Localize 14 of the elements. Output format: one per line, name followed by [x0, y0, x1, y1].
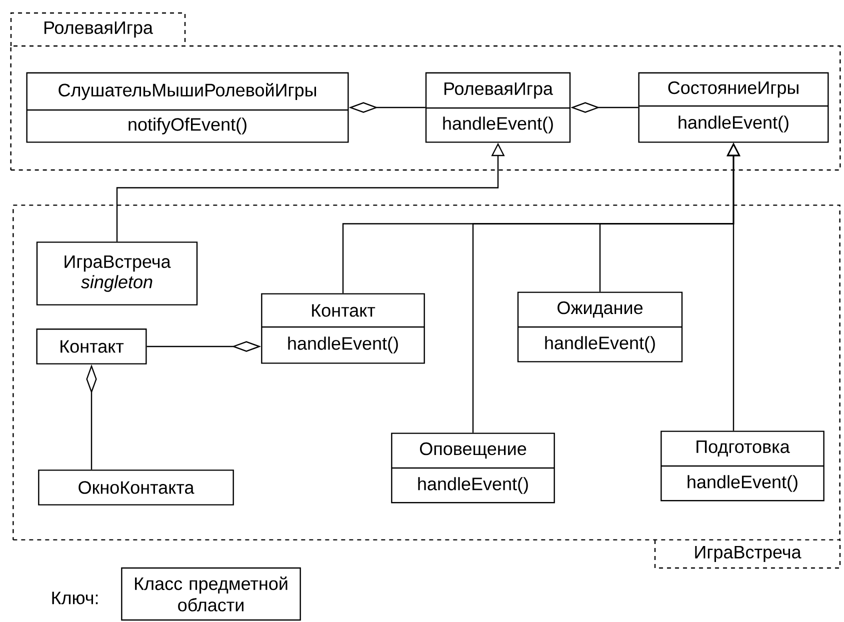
class-box: Контакт handleEvent() — [261, 293, 425, 364]
class-box: ИграВстреча singleton — [36, 242, 198, 306]
class-box: Ожидание handleEvent() — [517, 292, 683, 362]
class-box: ОкноКонтакта — [38, 470, 234, 506]
class-box: Оповещение handleEvent() — [391, 432, 555, 504]
node-label: ИграВстреча — [695, 546, 802, 562]
class-box: Подготовка handleEvent() — [660, 430, 824, 502]
key-box: Класс предметной области — [121, 567, 301, 621]
class-box: СостояниеИгры handleEvent() — [638, 72, 829, 143]
class-box: СлушательМышиРолевойИгры notifyOfEvent() — [26, 72, 349, 143]
node-label: РолеваяИгра — [44, 21, 153, 38]
class-box: РолеваяИгра handleEvent() — [425, 72, 571, 143]
key-label: Ключ: — [52, 592, 98, 604]
class-box: Контакт — [36, 328, 147, 364]
